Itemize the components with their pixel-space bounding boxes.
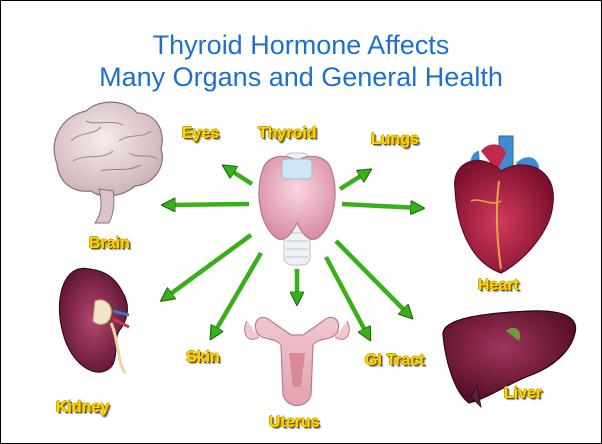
arrow-to-skin: [213, 253, 261, 335]
thyroid-illustration: [259, 153, 335, 265]
label-eyes: Eyes: [182, 125, 219, 143]
label-lungs: Lungs: [371, 131, 419, 149]
label-kidney: Kidney: [56, 399, 109, 417]
arrow-to-lungs: [340, 172, 367, 189]
brain-illustration: [54, 102, 162, 223]
arrow-to-heart: [342, 204, 419, 208]
label-liver: Liver: [504, 385, 542, 403]
arrow-to-liver: [336, 241, 409, 315]
uterus-illustration: [245, 317, 350, 405]
label-thyroid: Thyroid: [258, 125, 317, 143]
label-uterus: Uterus: [269, 414, 320, 432]
label-heart: Heart: [478, 277, 519, 295]
arrow-to-eyes: [227, 168, 252, 184]
label-brain: Brain: [89, 235, 130, 253]
arrow-to-brain: [167, 204, 249, 205]
label-skin: Skin: [186, 349, 220, 367]
heart-illustration: [455, 136, 554, 273]
label-gi-tract: GI Tract: [365, 352, 425, 370]
kidney-illustration: [59, 268, 129, 373]
